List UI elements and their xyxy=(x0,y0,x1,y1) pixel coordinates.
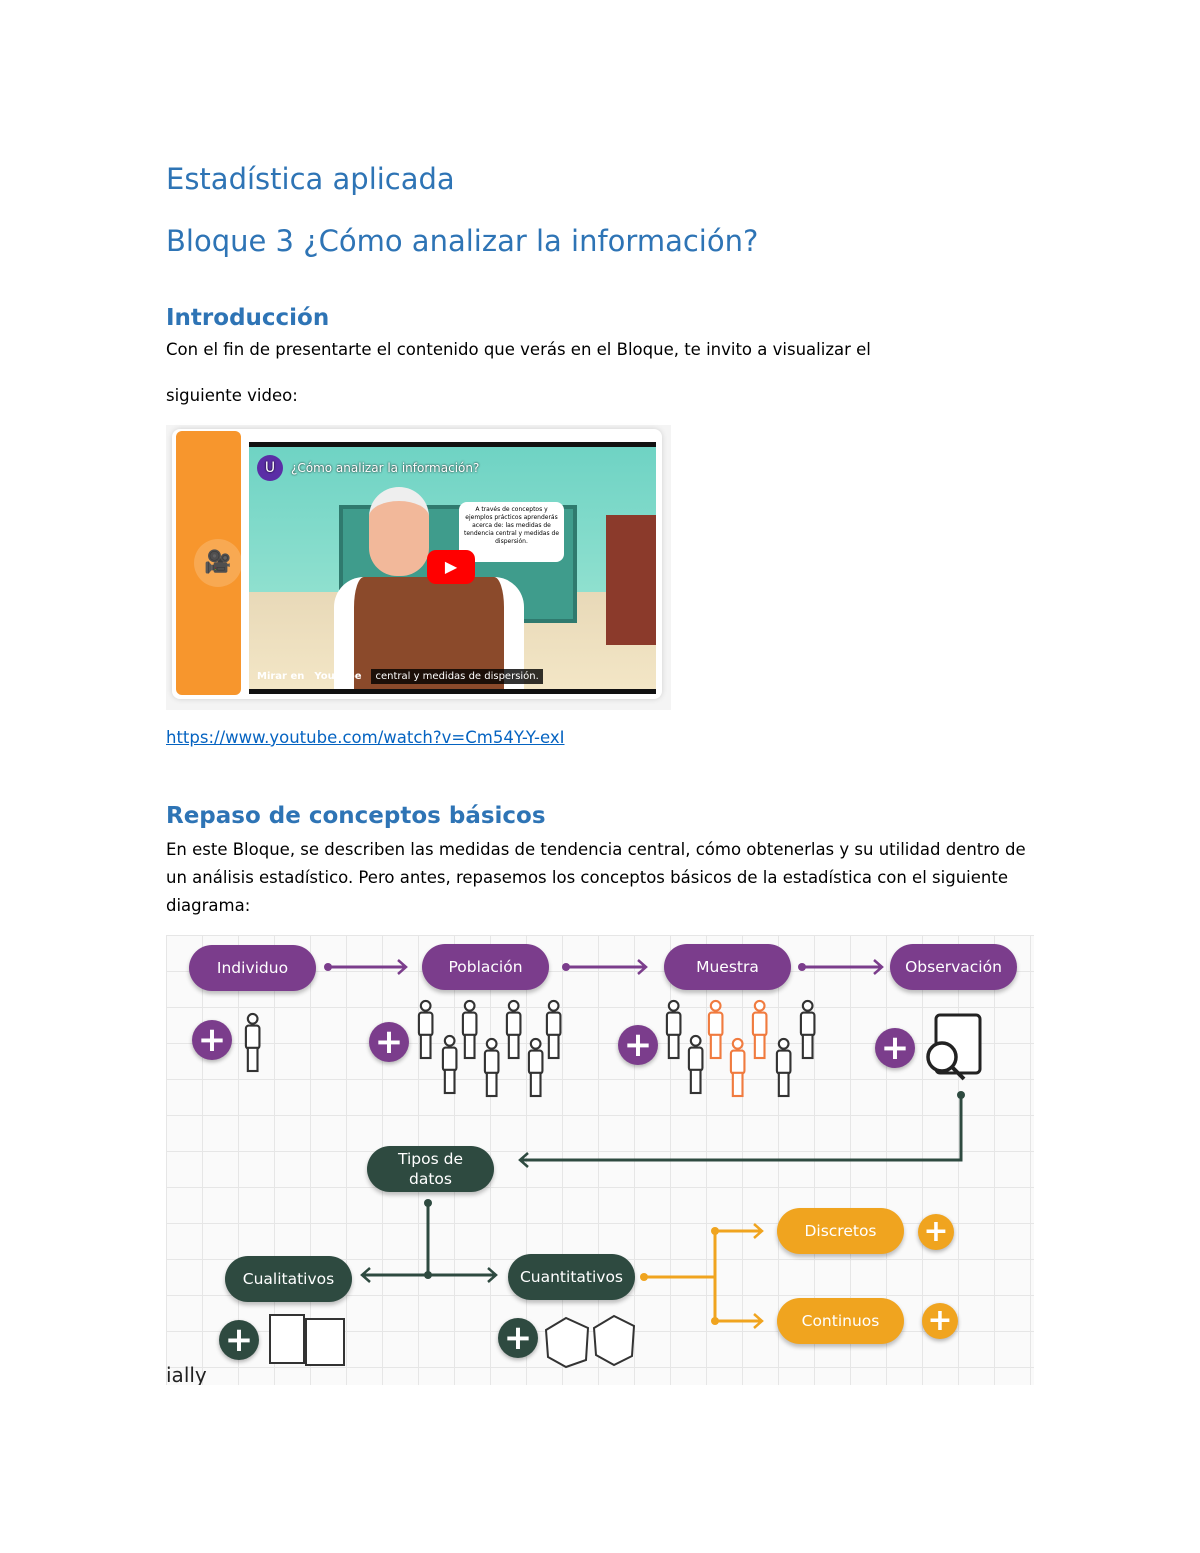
node-muestra[interactable]: Muestra xyxy=(664,944,791,990)
arrow-connector-arrowhead xyxy=(397,959,408,975)
diagram-connectors xyxy=(244,959,982,1369)
node-continuos[interactable]: Continuos xyxy=(777,1298,904,1344)
connector-cual-cuant-dot xyxy=(424,1271,432,1279)
node-cuantitativos[interactable]: Cuantitativos xyxy=(508,1254,635,1300)
person-icon xyxy=(461,999,478,1060)
person-icon xyxy=(483,1037,500,1098)
block-title: Bloque 3 ¿Cómo analizar la información? xyxy=(166,224,759,258)
bookshelf-illustration xyxy=(606,515,656,645)
connector-tipos-down-dot xyxy=(424,1199,432,1207)
play-icon[interactable]: ▶ xyxy=(427,550,475,584)
plus-icon[interactable]: + xyxy=(219,1320,259,1360)
plus-icon[interactable]: + xyxy=(918,1214,954,1250)
document-title: Estadística aplicada xyxy=(166,162,455,196)
person-icon xyxy=(545,999,562,1060)
plus-icon[interactable]: + xyxy=(618,1025,658,1065)
person-icon xyxy=(417,999,434,1060)
connector-observacion-tipos xyxy=(520,1095,963,1162)
speech-bubble: A través de conceptos y ejemplos práctic… xyxy=(459,502,564,562)
person-icon xyxy=(687,1034,704,1095)
person-icon xyxy=(505,999,522,1060)
connector-observacion-tipos-dot xyxy=(957,1091,965,1099)
arrow-connector-dot xyxy=(324,963,332,971)
teacher-head-illustration xyxy=(369,487,429,576)
node-tipos-de-datos[interactable]: Tipos de datos xyxy=(367,1146,494,1192)
genially-logo: ially xyxy=(166,1363,207,1385)
dice-icon xyxy=(592,1314,636,1367)
arrow-connector-dot xyxy=(562,963,570,971)
connector-discretos-arrowhead xyxy=(753,1223,764,1239)
video-link[interactable]: https://www.youtube.com/watch?v=Cm54Y-Y-… xyxy=(166,728,565,747)
youtube-logo[interactable]: YouTube xyxy=(314,670,362,682)
review-text: En este Bloque, se describen las medidas… xyxy=(166,840,1026,915)
video-caption: central y medidas de dispersión. xyxy=(371,668,543,684)
concepts-diagram: Individuo Población Muestra Observación … xyxy=(166,935,1034,1385)
person-icon xyxy=(244,1012,261,1073)
arrow-connector-arrowhead xyxy=(637,959,648,975)
arrow-connector-dot xyxy=(798,963,806,971)
intro-heading: Introducción xyxy=(166,305,330,331)
channel-avatar[interactable]: U xyxy=(257,455,283,481)
plus-icon[interactable]: + xyxy=(369,1022,409,1062)
plus-icon[interactable]: + xyxy=(922,1303,958,1339)
person-icon xyxy=(665,999,682,1060)
watch-on-label[interactable]: Mirar en xyxy=(257,670,305,682)
person-icon xyxy=(441,1034,458,1095)
video-camera-icon: 🎥 xyxy=(194,539,242,587)
node-individuo[interactable]: Individuo xyxy=(189,945,316,991)
x-arrowhead xyxy=(360,1267,371,1283)
person-icon xyxy=(729,1037,746,1098)
video-side-strip: 🎥 xyxy=(176,431,242,695)
video-title-bar: U ¿Cómo analizar la información? xyxy=(257,455,479,481)
node-poblacion[interactable]: Población xyxy=(422,944,549,990)
node-discretos[interactable]: Discretos xyxy=(777,1208,904,1254)
person-icon xyxy=(751,999,768,1060)
dice-icon xyxy=(544,1316,590,1369)
review-heading: Repaso de conceptos básicos xyxy=(166,803,546,829)
intro-text-line2: siguiente video: xyxy=(166,386,298,405)
node-observacion[interactable]: Observación xyxy=(890,944,1017,990)
node-cualitativos[interactable]: Cualitativos xyxy=(225,1256,352,1302)
connector-continuos-arrowhead xyxy=(753,1313,764,1329)
magnifier-icon xyxy=(926,1041,958,1073)
x-arrowhead xyxy=(487,1267,498,1283)
plus-icon[interactable]: + xyxy=(875,1028,915,1068)
person-icon xyxy=(707,999,724,1060)
intro-text-line1: Con el fin de presentarte el contenido q… xyxy=(166,340,871,359)
person-icon xyxy=(799,999,816,1060)
person-icon xyxy=(775,1037,792,1098)
connector-cuant-branch-dot xyxy=(640,1273,648,1281)
connector-continuos-dot xyxy=(711,1317,719,1325)
plus-icon[interactable]: + xyxy=(192,1020,232,1060)
video-bottom-bar: Mirar en YouTube central y medidas de di… xyxy=(249,663,656,689)
connector-discretos-dot xyxy=(711,1227,719,1235)
magnifier-handle xyxy=(950,1065,966,1081)
video-thumbnail[interactable]: A través de conceptos y ejemplos práctic… xyxy=(249,442,656,694)
person-icon xyxy=(527,1037,544,1098)
plus-icon[interactable]: + xyxy=(498,1318,538,1358)
video-title[interactable]: ¿Cómo analizar la información? xyxy=(291,461,480,475)
arrow-connector-arrowhead xyxy=(873,959,884,975)
puzzle-icon xyxy=(305,1318,345,1366)
puzzle-icon xyxy=(269,1314,305,1364)
connector-observacion-tipos-arrowhead xyxy=(518,1152,529,1168)
video-embed[interactable]: 🎥 A través de conceptos y ejemplos práct… xyxy=(166,425,671,710)
